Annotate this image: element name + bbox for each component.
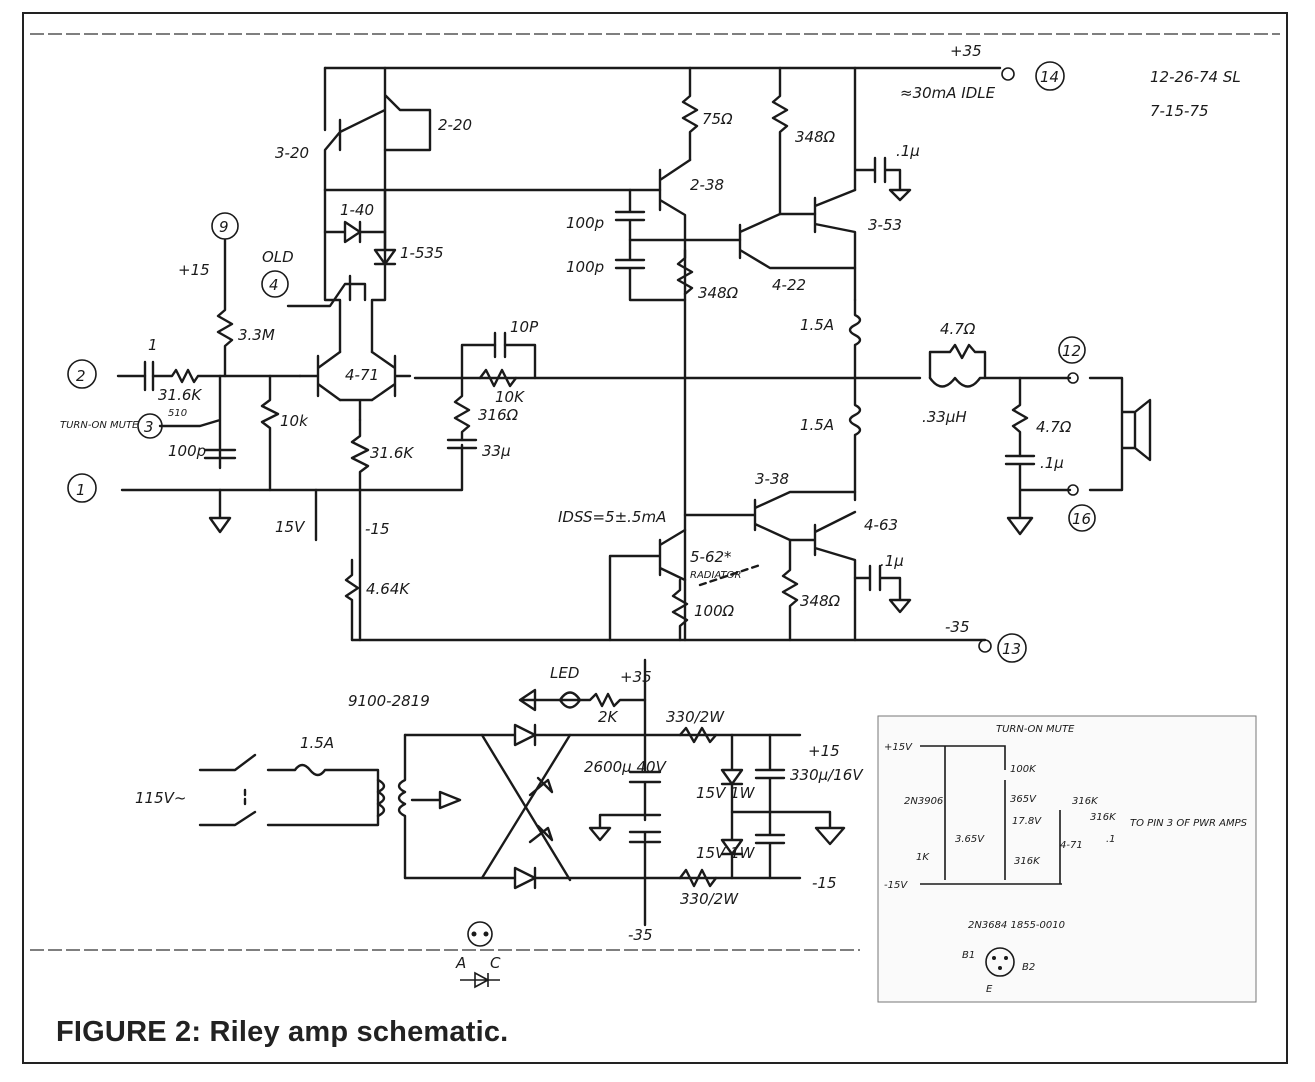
label-labels-jfet-pkg: 2N3684 1855-0010	[968, 920, 1065, 931]
label-labels-idss: IDSS=5±.5mA	[558, 508, 666, 526]
label-labels-c-01u-top: .1μ	[896, 142, 920, 160]
label-labels-c-100p-a: 100p	[566, 214, 604, 232]
label-labels-q-3-53: 3-53	[868, 216, 902, 234]
label-labels-c-33u: 33μ	[482, 442, 511, 460]
label-labels-mains: 115V~	[135, 789, 186, 807]
label-labels-ps-minus15: -15	[812, 874, 837, 892]
label-labels-led-a: A	[455, 954, 466, 972]
label-labels-mute-p15: +15V	[884, 742, 913, 753]
label-labels-r-348-a: 348Ω	[698, 284, 739, 302]
label-labels-r-510: 510	[168, 408, 187, 419]
label-labels-in-cap: 1	[148, 336, 158, 354]
label-labels-l-33uh: .33μH	[922, 408, 967, 426]
label-labels-r-316: 316Ω	[478, 406, 519, 424]
label-labels-r-31-6k: 31.6K	[370, 444, 414, 462]
label-labels-mute-471: 4-71	[1060, 840, 1083, 851]
label-labels-q-2-20: 2-20	[438, 116, 472, 134]
label-labels-mute-2n: 2N3906	[904, 796, 943, 807]
label-labels-r-10k-fb: 10K	[495, 388, 525, 406]
label-labels-r-4-7-out: 4.7Ω	[1036, 418, 1072, 436]
label-labels-mute-m15: -15V	[884, 880, 908, 891]
label-labels-r-2k: 2K	[598, 708, 619, 726]
label-terminals-8: 13	[1002, 640, 1021, 658]
label-labels-idle: ≈30mA IDLE	[900, 84, 996, 102]
label-labels-q-3-20a: 3-20	[275, 144, 309, 162]
label-labels-mute-1k: 1K	[916, 852, 930, 863]
label-labels-r-10k-a: 10k	[280, 412, 309, 430]
label-date-lines-0: 12-26-74 SL	[1150, 68, 1241, 86]
label-labels-d-1-40: 1-40	[340, 201, 374, 219]
label-labels-q-3-38: 3-38	[755, 470, 789, 488]
label-labels-mute-365v: 365V	[1010, 794, 1037, 805]
label-labels-mute-to-pins: TO PIN 3 OF PWR AMPS	[1130, 818, 1248, 829]
label-labels-z-15v-top: 15V 1W	[696, 784, 756, 802]
label-labels-radiator: RADIATOR	[690, 570, 741, 581]
label-labels-mute-178: 17.8V	[1012, 816, 1042, 827]
label-terminals-1: 3	[144, 418, 154, 436]
label-labels-turn-on-mute-side: TURN-ON MUTE	[60, 420, 139, 431]
label-labels-mute-316k-b: 316K	[1090, 812, 1117, 823]
label-labels-q-4-63: 4-63	[864, 516, 898, 534]
label-labels-r-in: 31.6K	[158, 386, 202, 404]
label-labels-led: LED	[550, 664, 579, 682]
label-labels-r-4-64k: 4.64K	[366, 580, 410, 598]
label-date-lines-1: 7-15-75	[1150, 102, 1209, 120]
label-terminals-0: 2	[76, 367, 86, 385]
label-labels-mute-365v-b: 3.65V	[955, 834, 985, 845]
label-labels-mute-316k-c: 316K	[1014, 856, 1041, 867]
label-terminals-6: 12	[1062, 342, 1081, 360]
label-labels-c-01u-bot: .1μ	[880, 552, 904, 570]
label-labels-ps-fuse: 1.5A	[300, 734, 334, 752]
label-labels-fuse-top: 1.5A	[800, 316, 834, 334]
label-labels-q-2-38: 2-38	[690, 176, 724, 194]
label-labels-c-100p-b: 100p	[566, 258, 604, 276]
label-labels-mute-316k-a: 316K	[1072, 796, 1099, 807]
label-terminals-2: 1	[76, 481, 86, 499]
label-labels-r-348-top: 348Ω	[795, 128, 836, 146]
label-labels-z-15v-bot: 15V 1W	[696, 844, 756, 862]
label-labels-r-100: 100Ω	[694, 602, 735, 620]
label-labels-c-330u: 330μ/16V	[790, 766, 864, 784]
label-labels-q-5-62: 5-62*	[690, 548, 732, 566]
label-labels-minus35-out: -35	[945, 618, 970, 636]
label-terminals-4: 4	[269, 276, 279, 294]
label-labels-pkg-b2: B2	[1022, 962, 1035, 973]
label-labels-r-4-7-top: 4.7Ω	[940, 320, 976, 338]
label-labels-r-330-top: 330/2W	[666, 708, 725, 726]
label-labels-plus15: +15	[178, 261, 210, 279]
label-labels-plus35-ps: +35	[620, 668, 652, 686]
label-labels-c-10p: 10P	[510, 318, 539, 336]
label-labels-minus15: -15	[365, 520, 390, 538]
label-labels-c-100p-in: 100p	[168, 442, 206, 460]
label-labels-c-2600u: 2600μ 40V	[584, 758, 668, 776]
label-labels-d-1-535: 1-535	[400, 244, 444, 262]
label-labels-minus35-ps: -35	[628, 926, 653, 944]
label-labels-old: OLD	[262, 248, 294, 266]
label-labels-r-75: 75Ω	[702, 110, 733, 128]
label-labels-plus35-top: +35	[950, 42, 982, 60]
label-labels-mute-title: TURN-ON MUTE	[996, 724, 1075, 735]
label-terminals-5: 14	[1040, 68, 1059, 86]
label-terminals-7: 16	[1072, 510, 1091, 528]
label-labels-mute-100k: 100K	[1010, 764, 1037, 775]
label-terminals-3: 9	[219, 218, 229, 236]
label-labels-led-c: C	[490, 954, 501, 972]
label-labels-q-4-71: 4-71	[345, 366, 379, 384]
label-labels-pkg-e: E	[986, 984, 993, 995]
label-labels-r-33m: 3.3M	[238, 326, 275, 344]
label-labels-xfmr: 9100-2819	[348, 692, 430, 710]
label-labels-pkg-b: B1	[962, 950, 975, 961]
figure-caption: FIGURE 2: Riley amp schematic.	[56, 1016, 509, 1048]
label-labels-r-348-bot: 348Ω	[800, 592, 841, 610]
label-labels-r-330-bot: 330/2W	[680, 890, 739, 908]
label-labels-q-4-22: 4-22	[772, 276, 806, 294]
label-labels-c-01u-out: .1μ	[1040, 454, 1064, 472]
label-labels-mute-c: .1	[1106, 834, 1116, 845]
label-labels-ps-plus15: +15	[808, 742, 840, 760]
label-labels-z-15v: 15V	[275, 518, 306, 536]
label-labels-fuse-bot: 1.5A	[800, 416, 834, 434]
